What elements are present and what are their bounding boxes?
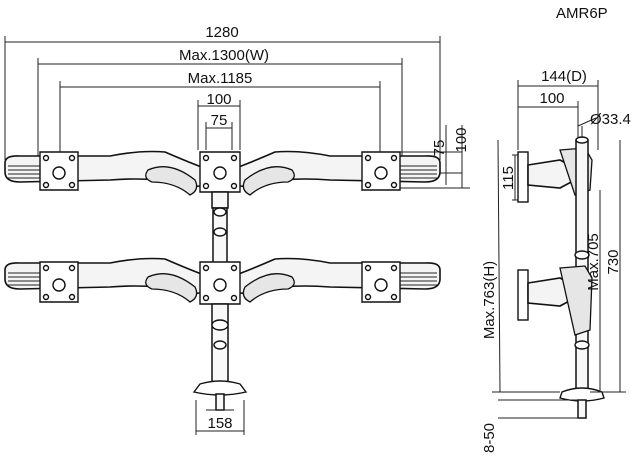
- side-view-mount: [517, 126, 605, 419]
- dim-depth: 144(D): [517, 68, 599, 150]
- vesa-plate-lower-right: [361, 261, 401, 303]
- vesa-plate-upper-center: [199, 151, 241, 193]
- total-width-label: 1280: [205, 24, 238, 41]
- dim-max-705: Max.705: [585, 190, 602, 392]
- dim-max-height: Max.763(H): [481, 139, 560, 393]
- base-assembly: [192, 303, 248, 411]
- base-width-label: 158: [207, 415, 232, 432]
- dim-pole-730: 730: [590, 140, 626, 393]
- dim-clamp-range: 8-50: [481, 399, 580, 453]
- pole-730-label: 730: [605, 249, 622, 274]
- vesa-plate-upper-left: [39, 151, 79, 191]
- vesa-height-100-label: 100: [453, 127, 470, 152]
- clamp-range-label: 8-50: [481, 423, 498, 453]
- pole-diameter-label: Ø33.4: [590, 111, 631, 128]
- vesa-plate-lower-left: [39, 261, 79, 303]
- depth-label: 144(D): [541, 68, 587, 85]
- offset-label: 100: [539, 90, 564, 107]
- vesa-plate-lower-center: [199, 261, 241, 305]
- max-705-label: Max.705: [585, 233, 602, 291]
- vesa-height-75-label: 75: [431, 140, 448, 157]
- center-pole: [211, 191, 229, 269]
- dim-vesa-inner: 75: [205, 112, 233, 150]
- dim-vesa-outer: 100: [197, 91, 241, 150]
- dim-offset: 100: [518, 90, 579, 150]
- vesa-plate-upper-right: [361, 151, 401, 191]
- dim-base-width: 158: [195, 400, 245, 435]
- dim-pole-diameter: Ø33.4: [577, 111, 631, 128]
- model-label: AMR6P: [556, 5, 608, 22]
- max-span-label: Max.1185: [188, 70, 253, 87]
- dim-total-width: 1280: [4, 24, 441, 160]
- max-height-label: Max.763(H): [481, 261, 498, 339]
- max-width-label: Max.1300(W): [179, 47, 269, 64]
- vesa-outer-label: 100: [206, 91, 231, 108]
- dim-max-width: Max.1300(W): [37, 47, 403, 160]
- plate-height-label: 115: [500, 166, 517, 190]
- vesa-inner-label: 75: [211, 112, 228, 129]
- dim-max-span: Max.1185: [59, 70, 381, 160]
